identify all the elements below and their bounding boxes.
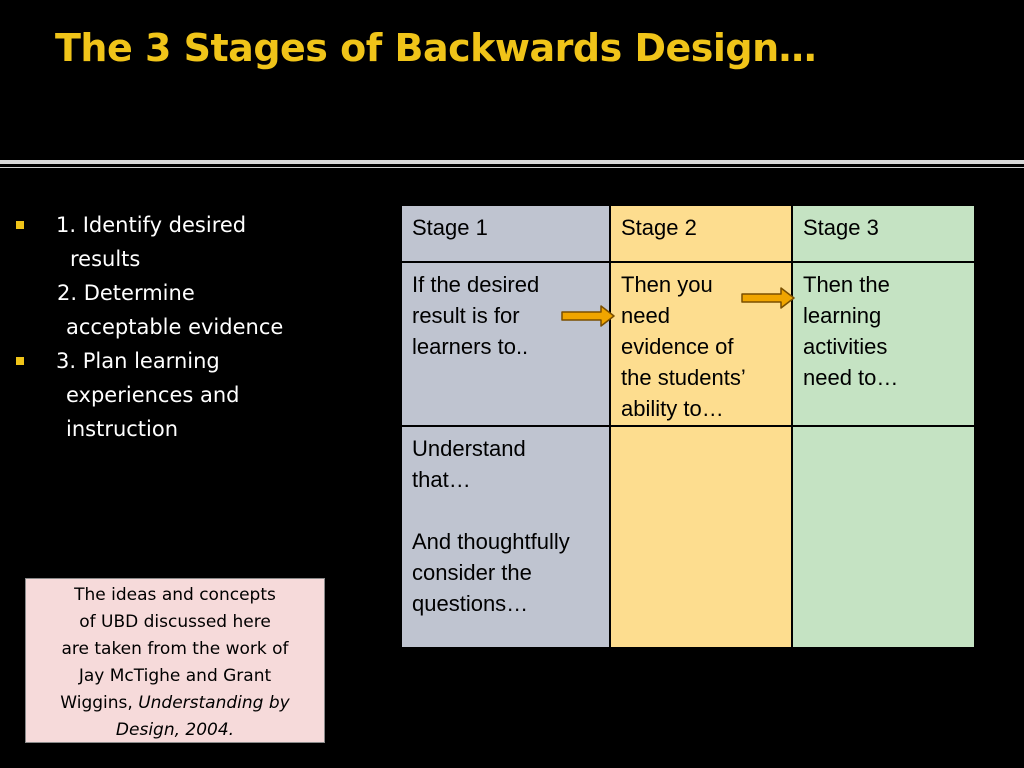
stage-3-cell-empty <box>791 425 976 649</box>
citation-author: Wiggins, <box>60 693 139 713</box>
bullet-item-plan: 3. Plan learning experiences and instruc… <box>16 344 336 446</box>
bullet-list: 1. Identify desired results 2. Determine… <box>16 208 336 446</box>
cell-line: that… <box>412 467 471 492</box>
table-row: Understand that… And thoughtfully consid… <box>400 425 976 649</box>
cell-line: ability to… <box>621 396 724 421</box>
cell-line: Then you <box>621 272 713 297</box>
cell-line: the students’ <box>621 365 746 390</box>
table-header-row: Stage 1 Stage 2 Stage 3 <box>400 204 976 263</box>
cell-line: need <box>621 303 670 328</box>
citation-book-title-cont: Design, 2004. <box>115 720 235 740</box>
cell-line: need to… <box>803 365 899 390</box>
bullet-square-icon <box>16 221 24 229</box>
stage-3-cell: Then the learning activities need to… <box>791 261 976 427</box>
stage-2-cell-empty <box>609 425 793 649</box>
cell-line: result is for <box>412 303 520 328</box>
stage-2-header: Stage 2 <box>609 204 793 263</box>
arrow-right-icon <box>561 305 615 327</box>
slide-title: The 3 Stages of Backwards Design… <box>55 26 817 70</box>
stage-1-cell: If the desired result is for learners to… <box>400 261 611 427</box>
stage-1-cell: Understand that… And thoughtfully consid… <box>400 425 611 649</box>
cell-line: And thoughtfully <box>412 529 570 554</box>
table-row: If the desired result is for learners to… <box>400 261 976 427</box>
stage-3-header: Stage 3 <box>791 204 976 263</box>
cell-line: learning <box>803 303 882 328</box>
cell-line: consider the <box>412 560 532 585</box>
bullet-item-identify: 1. Identify desired results <box>16 208 336 276</box>
arrow-right-icon <box>741 287 795 309</box>
cell-line: Understand <box>412 436 526 461</box>
stages-table: Stage 1 Stage 2 Stage 3 If the desired r… <box>400 204 976 649</box>
bullet-text-cont: instruction <box>66 417 179 441</box>
stage-1-header: Stage 1 <box>400 204 611 263</box>
citation-line: of UBD discussed here <box>79 612 271 632</box>
header-divider <box>0 160 1024 164</box>
citation-box: The ideas and concepts of UBD discussed … <box>25 578 325 743</box>
slide-header: The 3 Stages of Backwards Design… <box>0 0 1024 160</box>
cell-line: Then the <box>803 272 890 297</box>
bullet-text: 2. Determine <box>57 281 195 305</box>
cell-line: questions… <box>412 591 529 616</box>
bullet-square-icon <box>16 357 24 365</box>
bullet-number: 1. <box>56 213 77 237</box>
header-divider-thin <box>0 167 1024 168</box>
cell-line: If the desired <box>412 272 540 297</box>
stage-2-cell: Then you need evidence of the students’ … <box>609 261 793 427</box>
bullet-text-cont: experiences and <box>66 383 240 407</box>
citation-book-title: Understanding by <box>138 693 290 713</box>
bullet-text-cont: acceptable evidence <box>66 315 284 339</box>
citation-line: are taken from the work of <box>61 639 289 659</box>
bullet-text-cont: results <box>70 247 141 271</box>
citation-line: Design, 2004. <box>32 717 318 744</box>
citation-line: Jay McTighe and Grant <box>78 666 272 686</box>
bullet-text: 3. Plan learning <box>56 349 220 373</box>
cell-line: activities <box>803 334 888 359</box>
citation-line: Wiggins, Understanding by <box>32 690 318 717</box>
cell-spacer <box>412 495 599 526</box>
bullet-item-determine: 2. Determine acceptable evidence <box>16 276 336 344</box>
bullet-text: Identify desired <box>82 213 247 237</box>
cell-line: learners to.. <box>412 334 529 359</box>
cell-line: evidence of <box>621 334 734 359</box>
citation-line: The ideas and concepts <box>74 585 276 605</box>
